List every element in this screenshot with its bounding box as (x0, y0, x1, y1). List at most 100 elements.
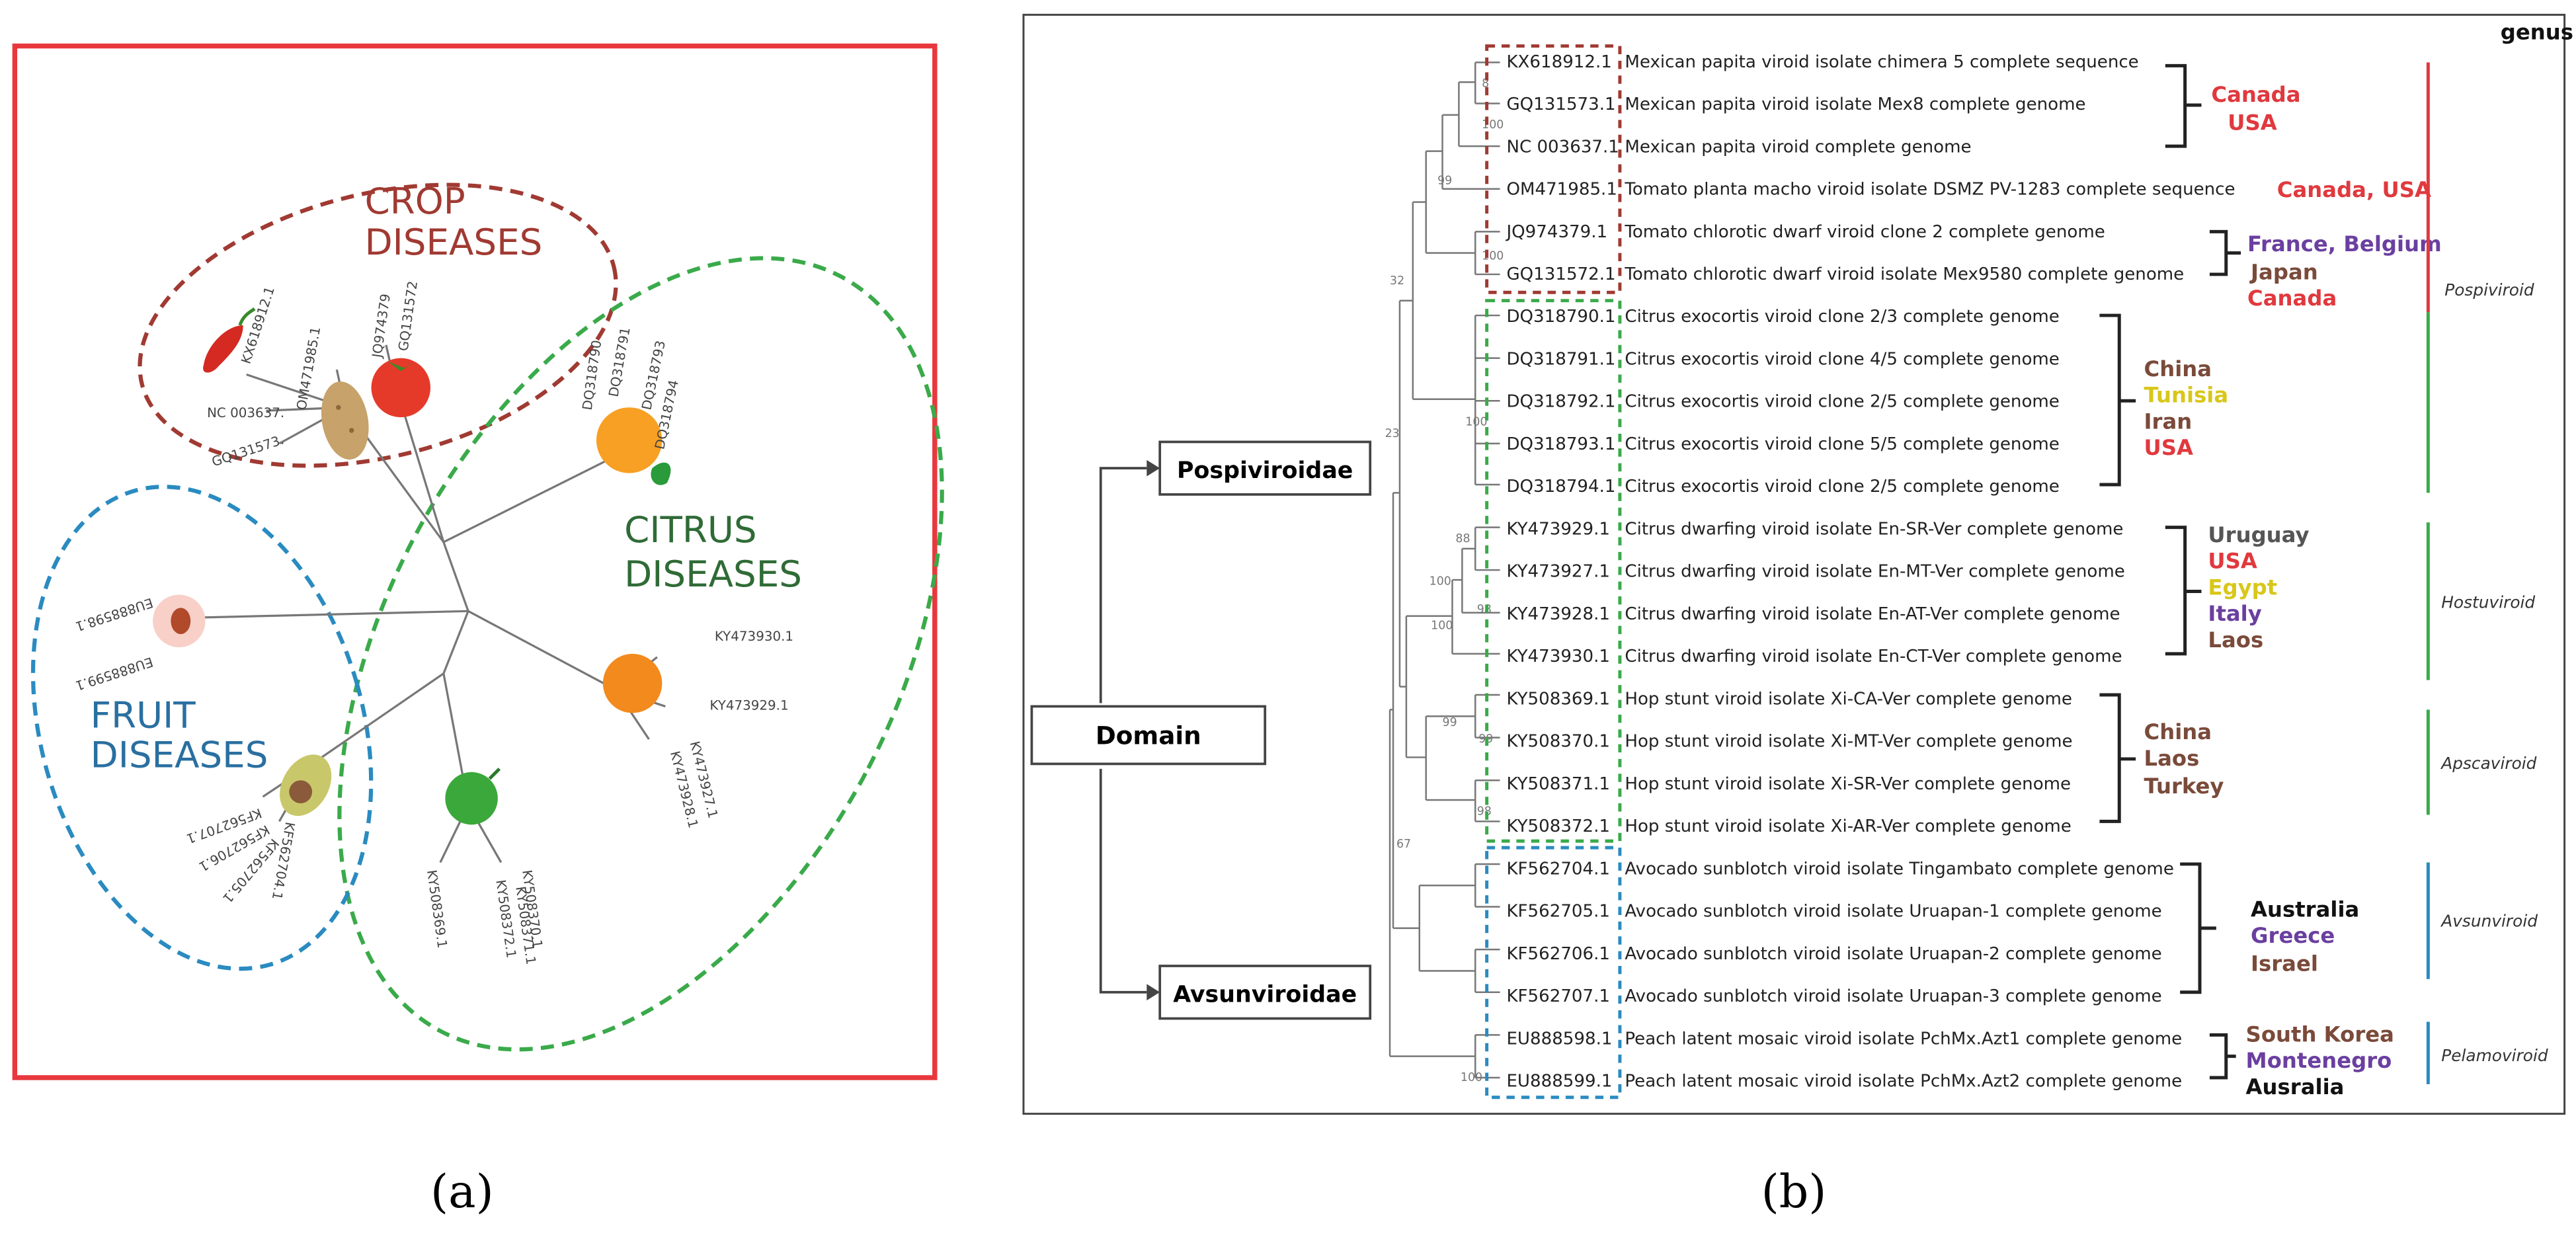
leaf-label: NC 003637. (207, 405, 284, 420)
leaf-accession: KF562707.1 (1506, 986, 1610, 1006)
avocado-icon (280, 754, 332, 817)
genus-header: genus (2501, 20, 2573, 45)
lime-icon (445, 768, 501, 825)
leaf-description: Mexican papita viroid complete genome (1625, 137, 1971, 157)
country-label: Uruguay (2208, 522, 2309, 547)
leaf-accession: KY473929.1 (1506, 520, 1610, 539)
fruit-clade-box (1485, 846, 1622, 1099)
panel-a: CROP DISEASES CITRUS DISEASES FRUIT DISE… (12, 43, 944, 1218)
bootstrap-value: 23 (1385, 427, 1400, 440)
leaf-description: Tomato planta macho viroid isolate DSMZ … (1624, 180, 2235, 200)
panel-b-frame (1022, 13, 2566, 1115)
citrus-clade-box (1485, 299, 1622, 843)
country-label: Egypt (2208, 575, 2277, 600)
leaf-description: Hop stunt viroid isolate Xi-AR-Ver compl… (1625, 817, 2071, 836)
leaf-accession: DQ318790.1 (1506, 307, 1615, 327)
bootstrap-value: 8 (1482, 77, 1489, 91)
panel-a-caption: (a) (430, 1165, 494, 1218)
tomato-icon (371, 358, 430, 418)
country-label: China (2144, 356, 2212, 381)
orange-icon (596, 407, 671, 485)
leaf-accession: DQ318791.1 (1506, 350, 1615, 370)
leaf-accession: KY508371.1 (1506, 774, 1610, 794)
domain-box (1030, 705, 1267, 766)
leaf-accession: NC 003637.1 (1506, 137, 1619, 157)
crop-title-line1: CROP (365, 180, 465, 222)
leaf-description: Tomato chlorotic dwarf viroid clone 2 co… (1624, 222, 2105, 242)
leaf-accession: DQ318794.1 (1506, 477, 1615, 497)
bootstrap-value: 88 (1455, 532, 1470, 545)
country-label: China (2144, 719, 2212, 744)
leaf-accession: KY508369.1 (1506, 689, 1610, 709)
leaf-description: Avocado sunblotch viroid isolate Uruapan… (1625, 901, 2161, 921)
peach-icon (153, 594, 206, 647)
country-label: Ausralia (2246, 1074, 2345, 1099)
arrow-head-icon (1147, 459, 1160, 477)
bootstrap-value: 100 (1429, 575, 1451, 588)
leaf-label: KY473930.1 (715, 629, 793, 644)
country-brackets (2099, 63, 2241, 1080)
leaf-description: Tomato chlorotic dwarf viroid isolate Me… (1624, 264, 2184, 284)
citrus-title-line2: DISEASES (624, 553, 802, 595)
country-label: Israel (2251, 951, 2318, 976)
leaf-description: Citrus exocortis viroid clone 4/5 comple… (1625, 350, 2059, 370)
bootstrap-value: 98 (1477, 805, 1492, 818)
country-label: Laos (2144, 746, 2200, 771)
leaf-accession: KY473928.1 (1506, 604, 1610, 624)
genus-label: Pospiviroid (2444, 280, 2534, 299)
leaf-accession: DQ318792.1 (1506, 392, 1615, 412)
bootstrap-value: 100 (1465, 416, 1487, 429)
unrooted-tree (194, 344, 666, 863)
country-label: Canada (2247, 286, 2337, 311)
genus-label: Avsunviroid (2440, 911, 2538, 930)
crop-title-line2: DISEASES (365, 221, 543, 263)
orange-icon-2 (602, 653, 663, 713)
genus-labels: Pospiviroid Hostuviroid Apscaviroid Avsu… (2440, 280, 2548, 1065)
country-labels: Canada USA Canada, USA France, Belgium J… (2144, 82, 2442, 1099)
leaf-label: KY508369.1 (424, 869, 450, 949)
bootstrap-value: 99 (1443, 716, 1457, 729)
leaf-accession: KX618912.1 (1506, 52, 1611, 72)
country-label: Turkey (2144, 774, 2224, 799)
leaf-description: Citrus dwarfing viroid isolate En-AT-Ver… (1625, 604, 2120, 624)
leaf-description: Citrus dwarfing viroid isolate En-MT-Ver… (1625, 562, 2124, 582)
leaf-accession: JQ974379.1 (1505, 222, 1607, 242)
fruit-title-line1: FRUIT (91, 694, 196, 737)
crop-diseases-boundary (138, 182, 618, 468)
country-label: South Korea (2246, 1021, 2394, 1047)
genus-label: Pelamoviroid (2441, 1046, 2548, 1065)
country-label: France, Belgium (2247, 231, 2442, 257)
leaf-description: Citrus exocortis viroid clone 2/5 comple… (1625, 392, 2059, 412)
country-label: Tunisia (2144, 383, 2229, 408)
leaf-label: EU888598.1 (73, 595, 155, 635)
bootstrap-value: 67 (1396, 838, 1411, 851)
leaf-label: KF562704.1 (269, 820, 298, 900)
country-label: Greece (2251, 923, 2335, 948)
domain-arrows (1099, 467, 1147, 994)
leaf-accession: GQ131573.1 (1506, 95, 1615, 114)
leaf-accession: GQ131572.1 (1506, 264, 1615, 284)
leaf-description: Citrus dwarfing viroid isolate En-SR-Ver… (1625, 520, 2123, 539)
leaf-description: Hop stunt viroid isolate Xi-SR-Ver compl… (1625, 774, 2071, 794)
leaf-label: KY473929.1 (709, 698, 788, 713)
leaf-accession: KY473927.1 (1506, 562, 1610, 582)
country-label: USA (2228, 110, 2276, 135)
leaf-description: Citrus exocortis viroid clone 2/5 comple… (1625, 477, 2059, 497)
leaf-description: Mexican papita viroid isolate Mex8 compl… (1625, 95, 2085, 114)
genus-label: Apscaviroid (2440, 754, 2536, 773)
family-box-avsunviroidae (1158, 965, 1372, 1020)
leaf-description: Peach latent mosaic viroid isolate PchMx… (1625, 1071, 2182, 1091)
country-label: Japan (2249, 259, 2318, 284)
arrow-head-icon (1147, 984, 1160, 1001)
leaf-description: Citrus exocortis viroid clone 5/5 comple… (1625, 434, 2059, 454)
leaf-description: Peach latent mosaic viroid isolate PchMx… (1625, 1029, 2182, 1049)
leaf-description: Mexican papita viroid isolate chimera 5 … (1625, 52, 2138, 72)
country-label: Canada, USA (2277, 177, 2431, 202)
leaf-accession: KY508370.1 (1506, 732, 1610, 752)
leaf-accession: EU888599.1 (1506, 1071, 1612, 1091)
leaf-label: KX618912.1 (239, 285, 278, 366)
leaf-description: Avocado sunblotch viroid isolate Tingamb… (1625, 859, 2174, 879)
domain-label: Domain (1096, 721, 1201, 750)
